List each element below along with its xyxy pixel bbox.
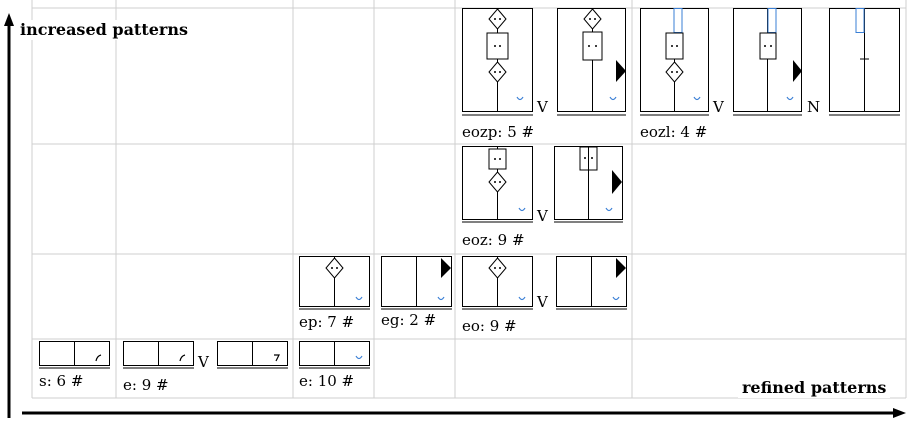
pattern-glyph-eoz-b — [554, 146, 623, 223]
or-connector: V — [537, 207, 548, 225]
pattern-glyph-e-a — [123, 341, 194, 369]
not-connector: N — [807, 98, 821, 116]
cell-label-eoz: eoz: 9 # — [462, 231, 525, 249]
pattern-glyph-ep — [299, 256, 370, 310]
y-axis-arrow — [4, 13, 14, 418]
pattern-glyph-eozl-b — [733, 8, 802, 116]
pattern-glyph-eozp-a — [462, 8, 533, 116]
grid-lines — [31, 0, 907, 399]
or-connector: V — [537, 293, 548, 311]
pattern-glyph-eozl-a — [640, 8, 709, 116]
cell-label-eo: eo: 9 # — [462, 317, 517, 335]
pattern-glyph-eg — [381, 256, 452, 310]
cell-label-e2: e: 10 # — [299, 372, 355, 390]
cell-label-eg: eg: 2 # — [381, 311, 437, 329]
y-axis-label: increased patterns — [16, 20, 192, 40]
x-axis-label: refined patterns — [738, 378, 891, 398]
x-axis-arrow — [22, 408, 906, 418]
or-connector: V — [198, 353, 209, 371]
cell-label-s: s: 6 # — [39, 372, 84, 390]
pattern-glyph-e-b — [217, 341, 288, 369]
cell-label-eozl: eozl: 4 # — [640, 123, 708, 141]
pattern-glyph-eo-a — [462, 256, 533, 310]
or-connector: V — [537, 98, 548, 116]
cell-label-eozp: eozp: 5 # — [462, 123, 535, 141]
pattern-glyph-eoz-a — [462, 146, 533, 223]
pattern-glyph-eozl-c — [829, 8, 900, 116]
pattern-glyph-eo-b — [556, 256, 627, 310]
or-connector: V — [713, 98, 724, 116]
pattern-glyph-e2 — [299, 341, 370, 369]
cell-label-e: e: 9 # — [123, 376, 169, 394]
cell-label-ep: ep: 7 # — [299, 313, 355, 331]
pattern-glyph-s — [39, 341, 110, 369]
pattern-glyph-eozp-b — [557, 8, 626, 116]
